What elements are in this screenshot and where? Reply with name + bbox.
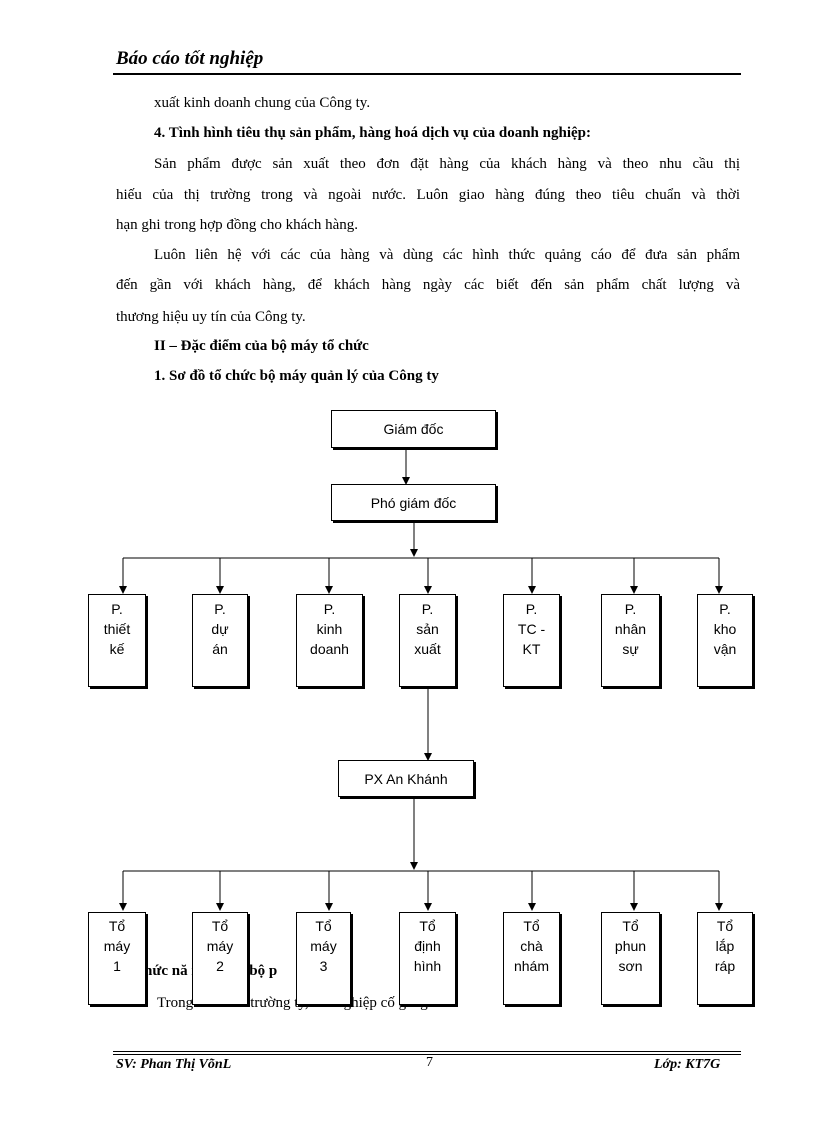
paragraph-1-line-3: hạn ghi trong hợp đồng cho khách hàng. [116,217,359,233]
footer-page-number: 7 [426,1055,433,1070]
paragraph-1-line-1: Sản phẩm được sản xuất theo đơn đặt hàng… [154,156,740,172]
footer-rule-top [113,1051,741,1052]
org-box-director: Giám đốc [331,410,496,448]
paragraph-2-line-1: Luôn liên hệ với các của hàng và dùng cá… [154,247,740,263]
heading-section-II: II – Đặc điểm của bộ máy tổ chức [154,338,369,354]
paragraph-2-line-3: thương hiệu uy tín của Công ty. [116,309,306,325]
footer-student-name: SV: Phan Thị VõnL [116,1057,232,1072]
paragraph-2-line-2: đến gần với khách hàng, để khách hàng ng… [116,277,740,293]
footer-class: Lớp: KT7G [654,1057,721,1072]
page-header-title: Báo cáo tốt nghiệp [116,48,264,69]
org-box-vice-director: Phó giám đốc [331,484,496,521]
heading-subsection-1: 1. Sơ đồ tổ chức bộ máy quản lý của Công… [154,368,439,384]
org-box-workshop: PX An Khánh [338,760,474,797]
header-rule [113,73,741,75]
body-line-continuation: xuất kinh doanh chung của Công ty. [154,95,371,111]
org-box-dept-finance-accounting: P.TC -KT [503,594,560,687]
paragraph-1-line-2: hiếu của thị trường trong và ngoài nước.… [116,187,740,203]
heading-section-4: 4. Tình hình tiêu thụ sản phẩm, hàng hoá… [154,125,591,141]
footer-rule-bottom [113,1054,741,1055]
